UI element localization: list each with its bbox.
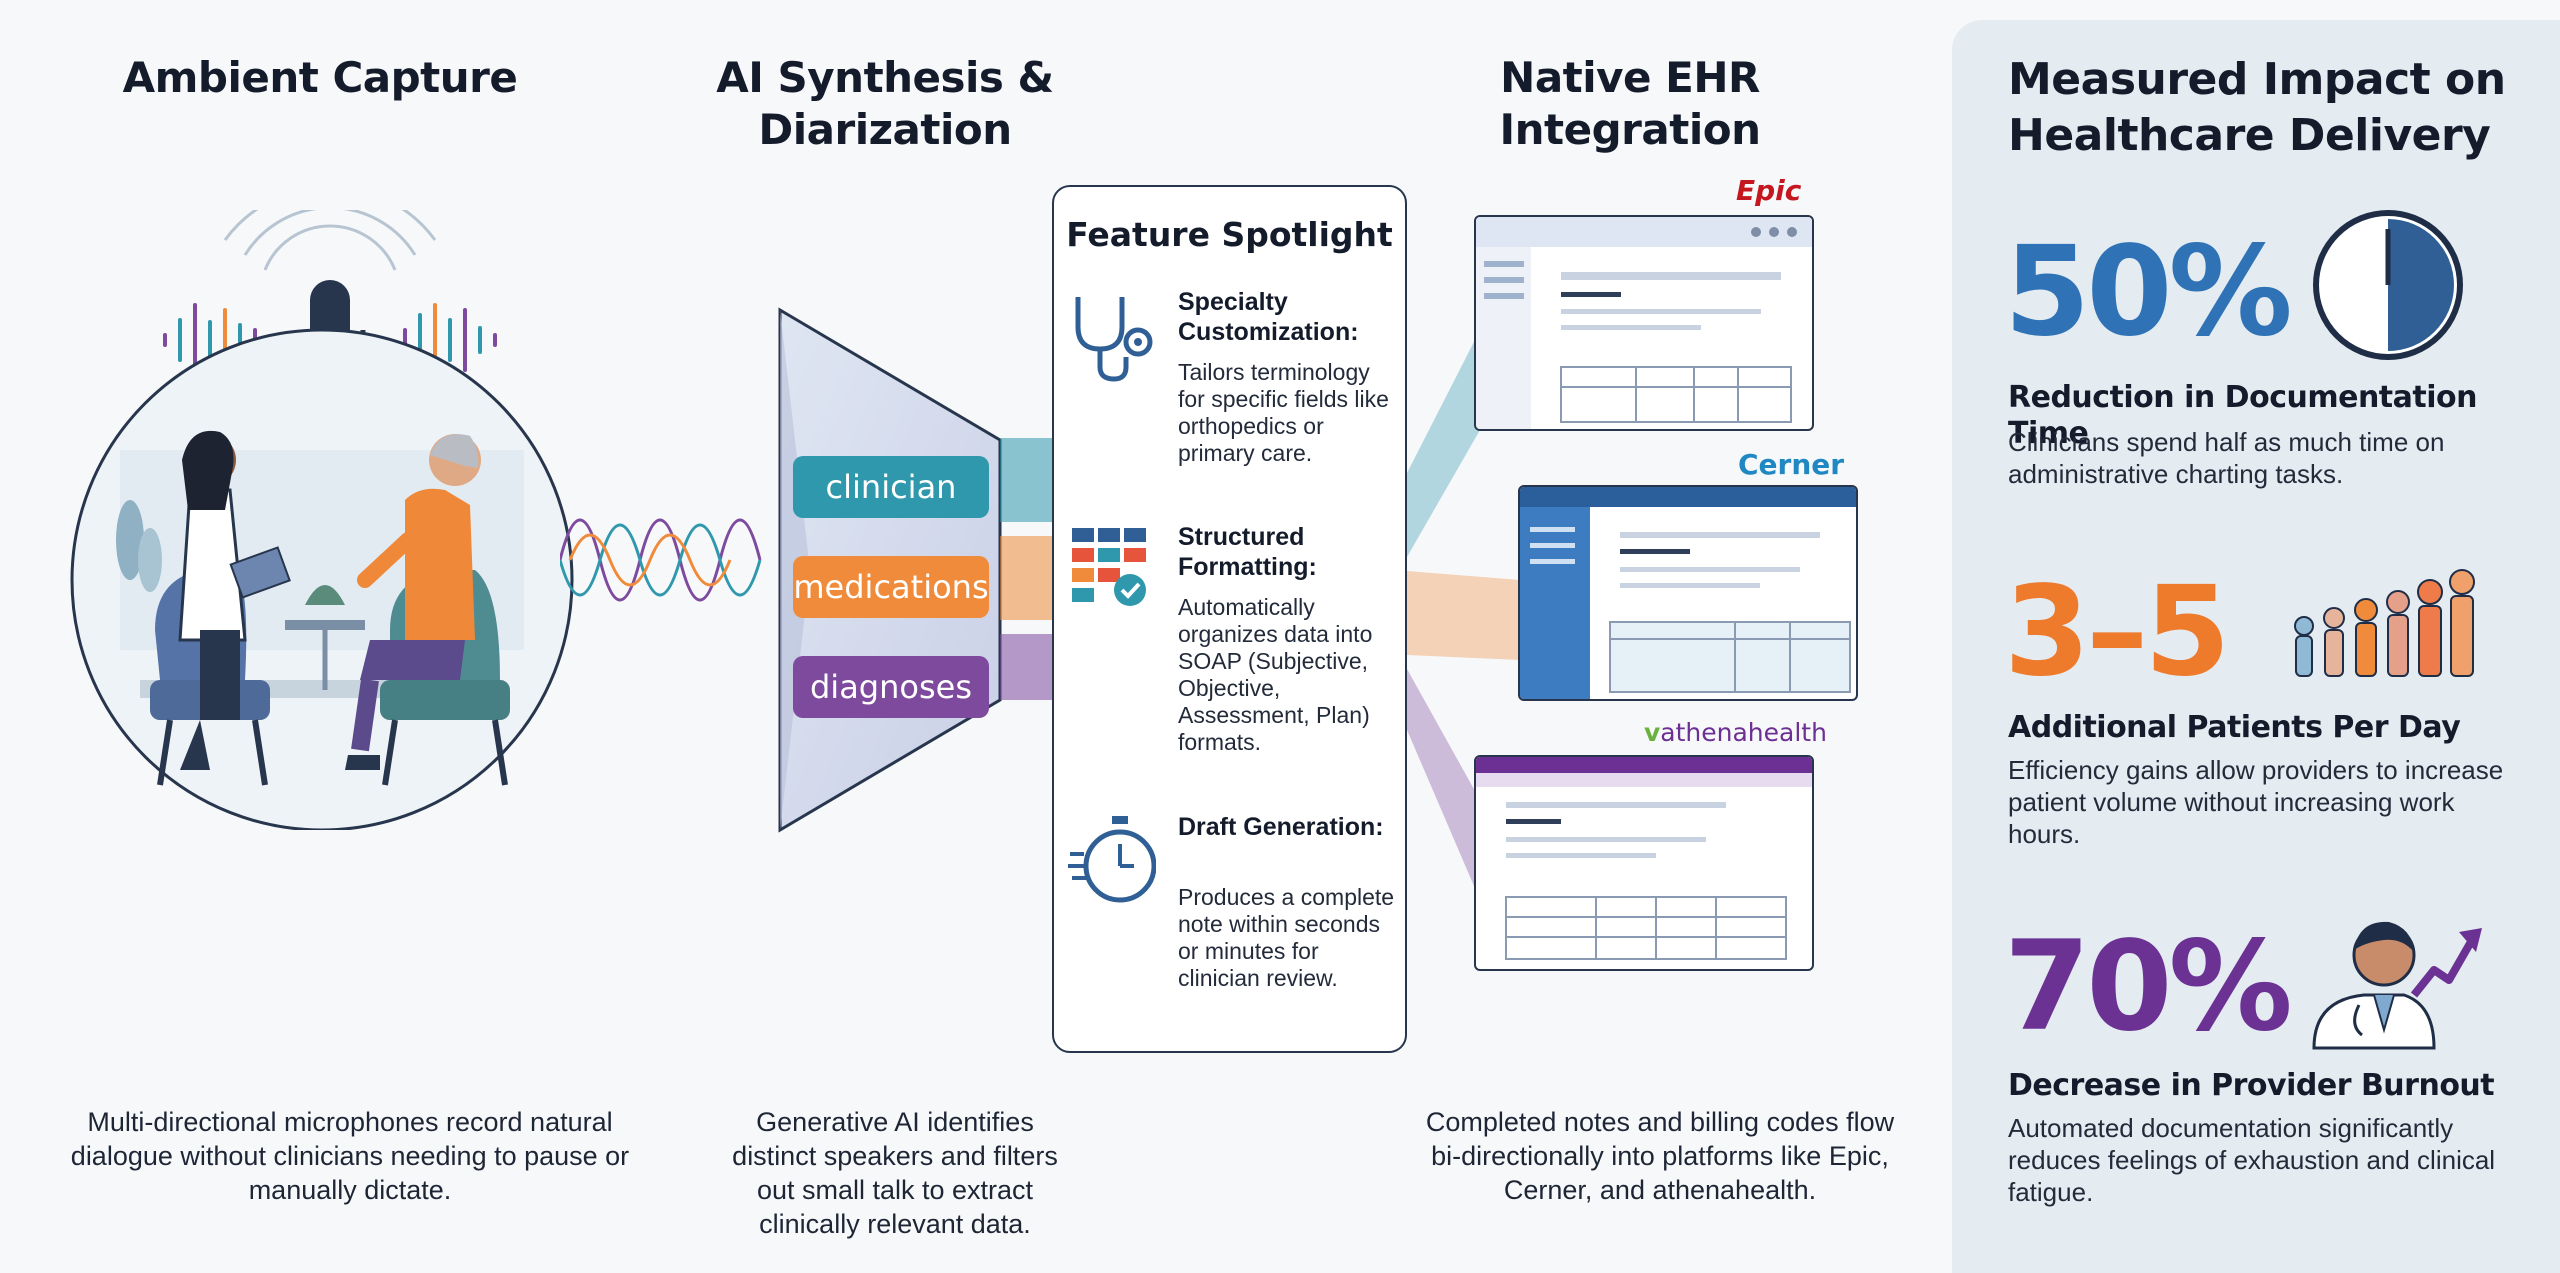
ehr-screen-mockup <box>1520 487 1856 699</box>
ambient-capture-caption: Multi-directional microphones record nat… <box>70 1107 630 1205</box>
ai-synthesis-title: AI Synthesis & Diarization <box>716 53 1054 154</box>
athenahealth-logo: vathenahealth <box>1644 718 1827 747</box>
token-medications: medications <box>793 556 989 618</box>
plant-icon <box>116 500 162 592</box>
people-icon <box>2294 569 2475 677</box>
stethoscope-gear-icon <box>1075 297 1153 382</box>
feature-description: Tailors terminology for specific fields … <box>1178 359 1389 466</box>
ehr-integration-caption: Completed notes and billing codes flow b… <box>1425 1107 1895 1205</box>
ehr-window-epic <box>1474 215 1814 431</box>
metric-patients-per-day-description: Efficiency gains allow providers to incr… <box>2008 755 2504 849</box>
feature-description: Automatically organizes data into SOAP (… <box>1178 594 1373 755</box>
clinic-conversation-illustration <box>70 210 574 830</box>
impact-title: Measured Impact on Healthcare Delivery <box>2008 54 2506 161</box>
ehr-window-cerner <box>1518 485 1858 701</box>
ehr-integration-title: Native EHR Integration <box>1499 53 1761 154</box>
athena-v-mark: v <box>1644 718 1661 747</box>
clinician-figure <box>150 430 291 786</box>
cerner-logo: Cerner <box>1738 448 1845 481</box>
athena-wordmark: athenahealth <box>1660 718 1827 747</box>
metric-patients-per-day-label: Additional Patients Per Day <box>2008 710 2461 745</box>
metric-documentation-time-label: Reduction in Documentation Time <box>2008 380 2477 451</box>
ehr-screen-mockup <box>1476 217 1812 429</box>
ehr-screen-mockup <box>1476 757 1812 960</box>
feature-title: Specialty Customization: <box>1178 288 1359 346</box>
metric-patients-per-day-value: 3–5 <box>2004 560 2231 704</box>
feature-title: Structured Formatting: <box>1178 523 1317 581</box>
epic-logo: Epic <box>1736 174 1802 207</box>
metric-burnout-label: Decrease in Provider Burnout <box>2008 1068 2495 1103</box>
grid-check-icon <box>1072 528 1146 606</box>
patient-figure <box>345 434 510 786</box>
feature-spotlight-card: Feature Spotlight Specialty Customizatio… <box>1052 185 1407 1053</box>
metric-documentation-time-value: 50% <box>2004 220 2293 364</box>
stopwatch-icon <box>1068 816 1156 903</box>
audio-wave-stream <box>560 518 762 602</box>
doctor-trend-icon <box>2312 921 2482 1050</box>
data-flow-ribbons <box>1407 330 1520 900</box>
feature-spotlight-title: Feature Spotlight <box>1066 215 1393 254</box>
ai-synthesis-caption: Generative AI identifies distinct speake… <box>732 1107 1058 1239</box>
feature-title: Draft Generation: <box>1178 813 1384 841</box>
metric-documentation-time-description: Clinicians spend half as much time on ad… <box>2008 427 2445 489</box>
feature-description: Produces a complete note within seconds … <box>1178 884 1395 991</box>
metric-burnout-value: 70% <box>2004 915 2293 1059</box>
ehr-window-athenahealth <box>1474 755 1814 971</box>
metric-burnout-description: Automated documentation significantly re… <box>2008 1113 2496 1207</box>
table-icon <box>285 585 365 690</box>
token-clinician: clinician <box>793 456 989 518</box>
clock-icon <box>2313 210 2463 360</box>
token-diagnoses: diagnoses <box>793 656 989 718</box>
ambient-capture-title: Ambient Capture <box>122 53 518 102</box>
